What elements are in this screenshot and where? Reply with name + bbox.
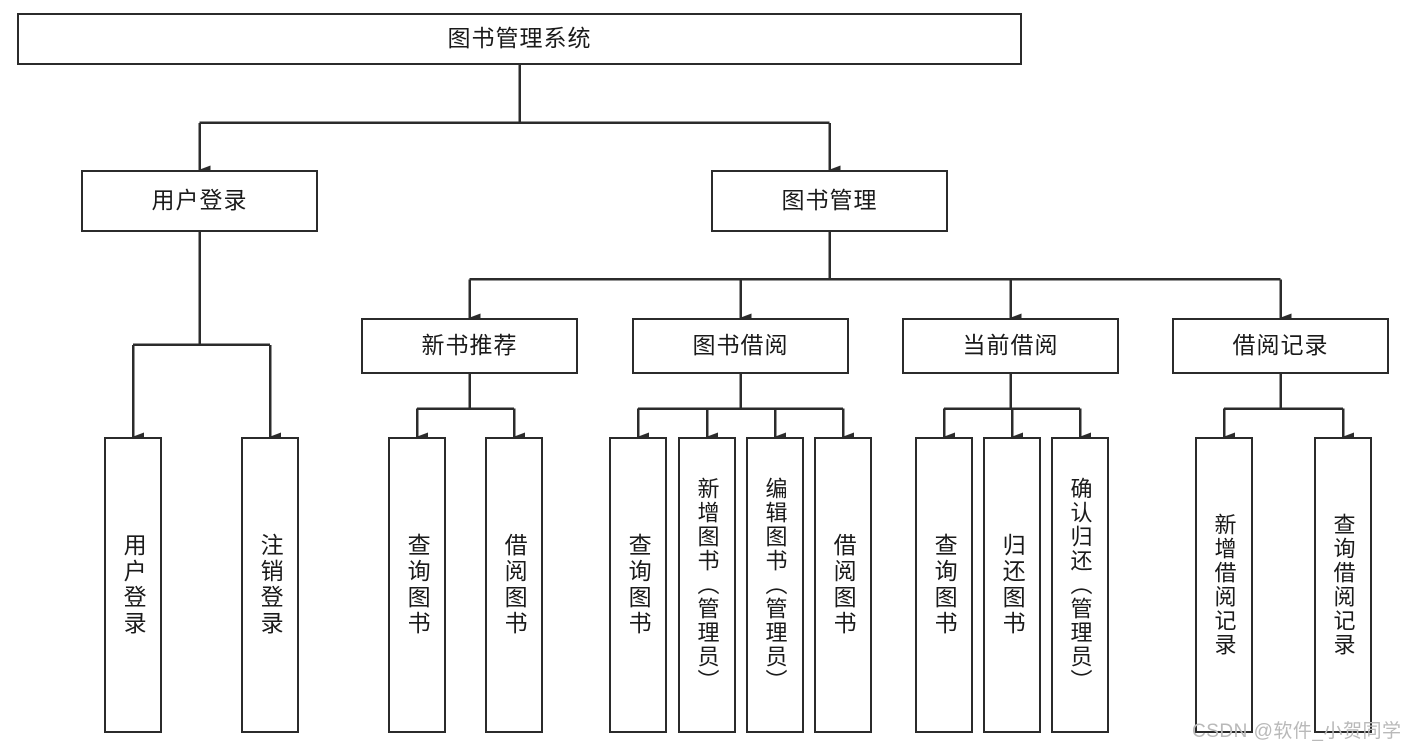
node-leaf-br-query[interactable]: 查询借阅记录 (1314, 437, 1372, 733)
node-leaf-br-add[interactable]: 新增借阅记录 (1195, 437, 1253, 733)
node-leaf-bb-borrow[interactable]: 借阅图书 (814, 437, 872, 733)
node-borrow-record[interactable]: 借阅记录 (1172, 318, 1389, 374)
node-leaf-user-logout[interactable]: 注销登录 (241, 437, 299, 733)
node-user-login[interactable]: 用户登录 (81, 170, 318, 232)
node-label: 新增图书（管理员） (694, 477, 720, 693)
node-leaf-bb-add[interactable]: 新增图书（管理员） (678, 437, 736, 733)
node-label: 用户登录 (120, 533, 147, 637)
node-label: 确认归还（管理员） (1067, 477, 1093, 693)
node-label: 编辑图书（管理员） (762, 477, 788, 693)
node-label: 图书借阅 (692, 332, 789, 359)
node-leaf-cb-confirm[interactable]: 确认归还（管理员） (1051, 437, 1109, 733)
node-label: 借阅记录 (1232, 332, 1329, 359)
node-label: 借阅图书 (830, 533, 857, 637)
node-book-manage[interactable]: 图书管理 (711, 170, 948, 232)
node-label: 查询图书 (625, 533, 652, 637)
node-label: 当前借阅 (962, 332, 1059, 359)
node-leaf-cb-query[interactable]: 查询图书 (915, 437, 973, 733)
node-label: 新书推荐 (421, 332, 518, 359)
node-label: 查询图书 (404, 533, 431, 637)
node-leaf-bb-query[interactable]: 查询图书 (609, 437, 667, 733)
node-label: 用户登录 (151, 187, 248, 214)
node-root[interactable]: 图书管理系统 (17, 13, 1022, 65)
node-leaf-cb-return[interactable]: 归还图书 (983, 437, 1041, 733)
node-leaf-rec-borrow[interactable]: 借阅图书 (485, 437, 543, 733)
node-label: 借阅图书 (501, 533, 528, 637)
node-leaf-bb-edit[interactable]: 编辑图书（管理员） (746, 437, 804, 733)
node-label: 图书管理系统 (447, 25, 592, 52)
edge-paths (131, 65, 1354, 442)
node-leaf-rec-query[interactable]: 查询图书 (388, 437, 446, 733)
node-label: 归还图书 (999, 533, 1026, 637)
node-book-borrow[interactable]: 图书借阅 (632, 318, 849, 374)
node-leaf-user-login[interactable]: 用户登录 (104, 437, 162, 733)
node-current-borrow[interactable]: 当前借阅 (902, 318, 1119, 374)
node-label: 查询借阅记录 (1330, 513, 1356, 657)
node-new-book-rec[interactable]: 新书推荐 (361, 318, 578, 374)
node-label: 新增借阅记录 (1211, 513, 1237, 657)
node-label: 图书管理 (781, 187, 878, 214)
node-label: 查询图书 (931, 533, 958, 637)
node-label: 注销登录 (257, 533, 284, 637)
watermark-label: CSDN @软件_小贺同学 (1192, 721, 1402, 742)
